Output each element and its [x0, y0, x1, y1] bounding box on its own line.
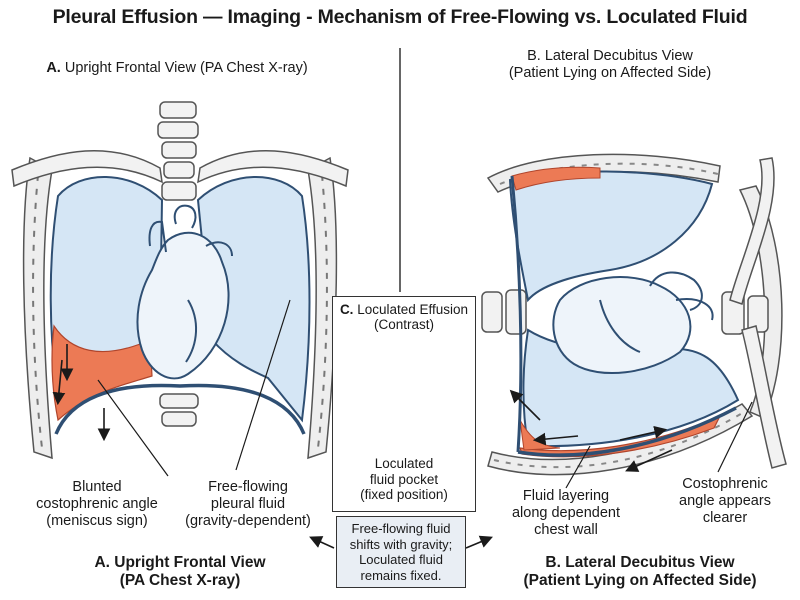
- panel-a-illustration: [11, 101, 349, 477]
- panel-b-illustration: [481, 153, 787, 489]
- label-loculated-pocket: Loculated fluid pocket (fixed position): [360, 456, 448, 502]
- right-lung-a: [196, 176, 311, 423]
- label-costophrenic-clearer: Costophrenic angle appears clearer: [679, 476, 771, 526]
- panel-c-header: C. Loculated Effusion (Contrast): [339, 302, 469, 332]
- heart-b: [552, 271, 714, 375]
- panel-b-footer: B. Lateral Decubitus View (Patient Lying…: [523, 554, 757, 589]
- upper-lung-b: [508, 170, 714, 303]
- panel-a-header: A. Upright Frontal View (PA Chest X-ray): [46, 60, 308, 76]
- fluid-a: [51, 324, 153, 422]
- spine-a: [157, 101, 199, 427]
- gravity-note-box: Free-flowing fluid shifts with gravity; …: [336, 516, 466, 588]
- heart-a: [136, 204, 233, 380]
- label-fluid-layering: Fluid layering along dependent chest wal…: [511, 488, 621, 538]
- label-blunted-angle: Blunted costophrenic angle (meniscus sig…: [36, 479, 158, 529]
- page-title: Pleural Effusion — Imaging - Mechanism o…: [52, 6, 748, 28]
- diaphragm-a: [54, 383, 306, 435]
- panel-a-footer: A. Upright Frontal View (PA Chest X-ray): [94, 554, 266, 589]
- panel-b-header: B. Lateral Decubitus View (Patient Lying…: [508, 48, 712, 81]
- label-free-flowing: Free-flowing pleural fluid (gravity-depe…: [185, 479, 311, 529]
- clavicle-a: [11, 150, 163, 188]
- panel-c-frame: [332, 296, 476, 512]
- ribcage-a: [22, 156, 53, 460]
